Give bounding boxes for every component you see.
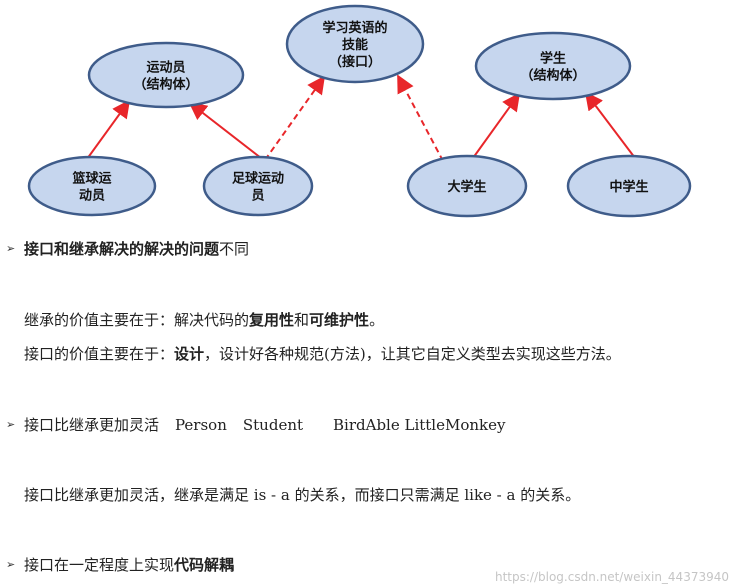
edge-football-to-athlete xyxy=(188,101,262,159)
node-label: 技能 xyxy=(342,37,368,53)
edge-middle-to-student xyxy=(584,91,636,159)
node-label: 员 xyxy=(251,189,264,204)
node-student: 学生（结构体） xyxy=(474,31,632,101)
node-athlete: 运动员（结构体） xyxy=(87,41,245,109)
and-text: 和 xyxy=(294,311,310,329)
node-label: （接口） xyxy=(329,54,381,70)
node-label: 学生 xyxy=(540,51,566,67)
node-label: 中学生 xyxy=(609,179,648,195)
node-ellipse xyxy=(202,155,314,217)
period-text: 。 xyxy=(369,311,385,329)
node-label: （结构体） xyxy=(520,68,585,84)
maintainability-text: 可维护性 xyxy=(309,311,370,329)
edge-college-to-english xyxy=(397,74,444,162)
bullet-marker: ➢ xyxy=(6,418,16,431)
node-ellipse xyxy=(474,31,632,101)
person-text: Person xyxy=(175,416,227,434)
node-label: 动员 xyxy=(79,189,105,204)
node-label: 篮球运 xyxy=(71,171,111,187)
node-ellipse xyxy=(566,154,692,218)
interface-value-rest: ，设计好各种规范(方法)，让其它自定义类型去实现这些方法。 xyxy=(204,345,621,363)
node-college: 大学生 xyxy=(406,154,528,218)
node-label: 大学生 xyxy=(447,179,486,195)
node-label: 运动员 xyxy=(146,61,185,76)
edge-college-to-student xyxy=(472,92,521,159)
diagram-edges xyxy=(86,74,636,162)
node-label: （结构体） xyxy=(133,77,198,93)
node-ellipse xyxy=(406,154,528,218)
bullet-marker: ➢ xyxy=(6,558,16,571)
is-a-like-a-line: 接口比继承更加灵活，继承是满足 is - a 的关系，而接口只需满足 like … xyxy=(24,486,581,504)
node-label: 足球运动 xyxy=(232,171,284,187)
node-ellipse xyxy=(285,4,425,84)
edge-football-to-english xyxy=(264,75,326,161)
inheritance-interface-diagram: 运动员（结构体）学习英语的技能（接口）学生（结构体）篮球运动员足球运动员大学生中… xyxy=(27,4,692,218)
inheritance-value-line: 继承的价值主要在于：解决代码的复用性和可维护性。 xyxy=(24,311,384,329)
interface-value-text: 接口的价值主要在于： xyxy=(24,345,175,363)
node-ellipse xyxy=(27,155,157,217)
bullet-marker: ➢ xyxy=(6,242,16,255)
interface-value-line: 接口的价值主要在于：设计，设计好各种规范(方法)，让其它自定义类型去实现这些方法… xyxy=(24,345,621,363)
bullet-line-different-problems: 接口和继承解决的解决的问题不同 xyxy=(24,240,249,258)
bullet-line-decoupling: 接口在一定程度上实现代码解耦 xyxy=(24,556,234,574)
node-middle: 中学生 xyxy=(566,154,692,218)
node-label: 学习英语的 xyxy=(322,20,387,36)
bullet-line-more-flexible: 接口比继承更加灵活 Person Student BirdAble LittleMon… xyxy=(24,416,505,434)
node-ellipse xyxy=(87,41,245,109)
watermark: https://blog.csdn.net/weixin_44373940 xyxy=(494,570,729,584)
bullet-text-main: 接口和继承解决的解决的问题 xyxy=(24,240,220,258)
code-decoupling-text: 代码解耦 xyxy=(174,556,235,574)
flexible-text: 接口比继承更加灵活 xyxy=(24,416,160,434)
decoupling-intro-text: 接口在一定程度上实现 xyxy=(24,556,175,574)
bullet-text-tail: 不同 xyxy=(219,240,250,258)
diagram-nodes: 运动员（结构体）学习英语的技能（接口）学生（结构体）篮球运动员足球运动员大学生中… xyxy=(27,4,692,218)
reusability-text: 复用性 xyxy=(249,311,295,329)
birdable-littlemonkey-text: BirdAble LittleMonkey xyxy=(333,416,506,434)
inheritance-value-text: 继承的价值主要在于：解决代码的 xyxy=(24,311,250,329)
design-text: 设计 xyxy=(174,345,205,363)
student-text: Student xyxy=(242,416,304,434)
edge-basketball-to-athlete xyxy=(86,99,131,160)
